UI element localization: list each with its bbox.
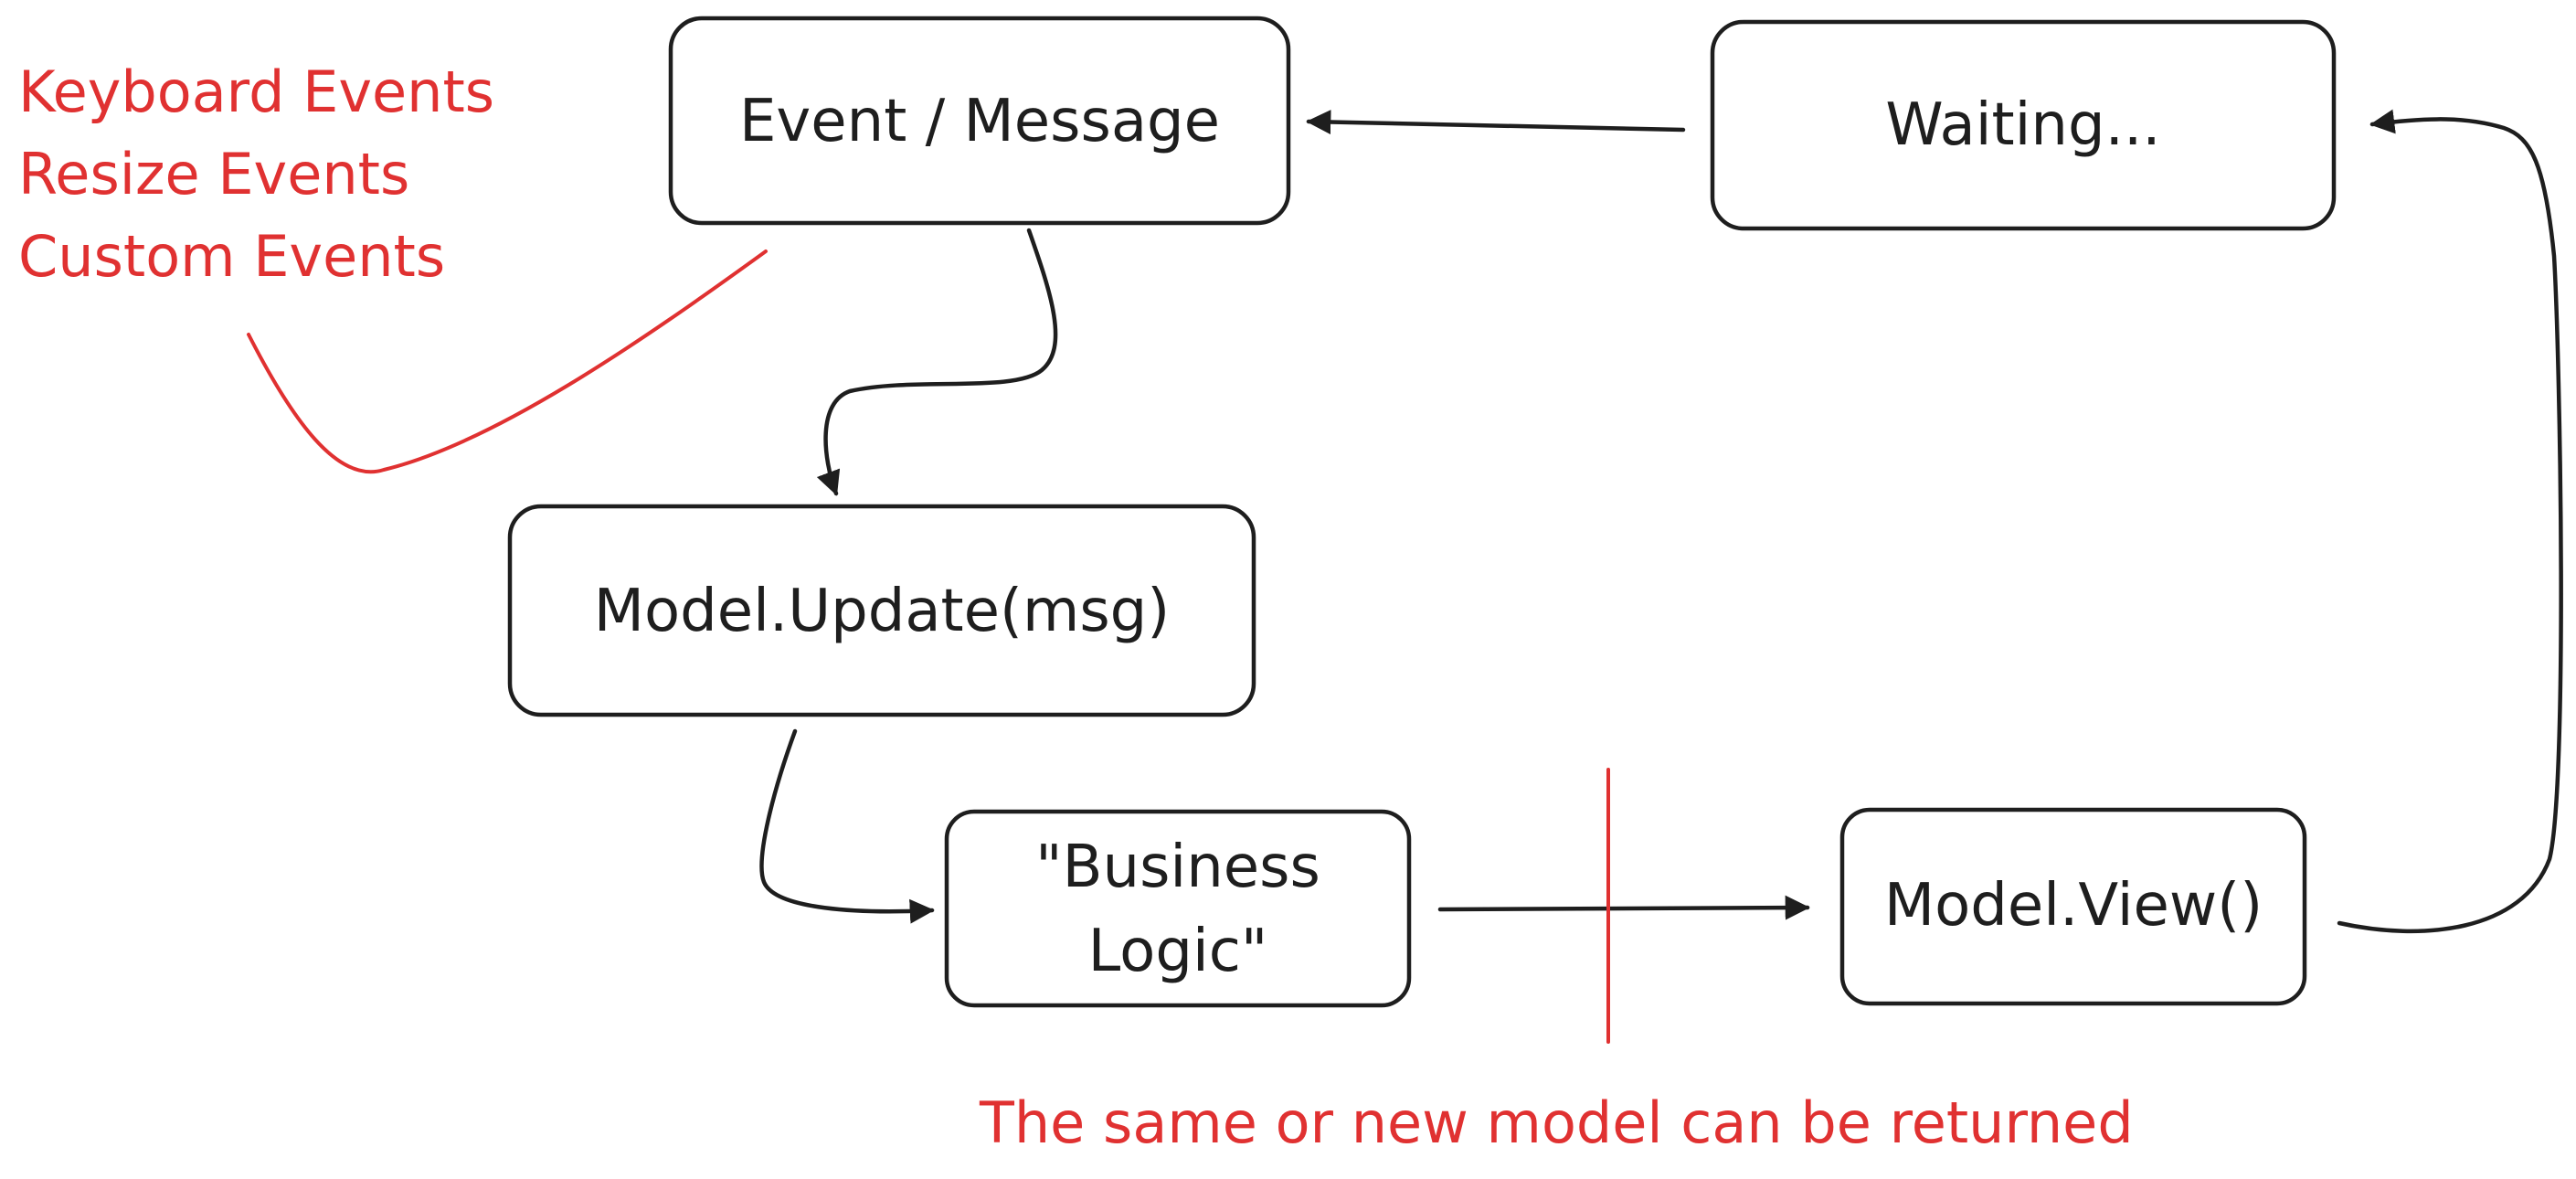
business-logic-label-line-1: "Business xyxy=(1035,834,1320,901)
business-logic-label-line-2: Logic" xyxy=(1088,918,1268,985)
model-update-node: Model.Update(msg) xyxy=(507,504,1256,717)
event-types-pointer-curve xyxy=(247,250,768,474)
model-return-note: The same or new model can be returned xyxy=(979,1089,2134,1156)
business-logic-node: "Business Logic" xyxy=(944,809,1412,1008)
waiting-label: Waiting... xyxy=(1885,91,2160,159)
event-type-custom: Custom Events xyxy=(18,223,445,290)
event-type-keyboard: Keyboard Events xyxy=(18,58,494,125)
arrow-update-to-business-logic xyxy=(759,728,935,924)
event-message-label: Event / Message xyxy=(739,88,1220,155)
event-message-node: Event / Message xyxy=(668,16,1291,226)
event-types-annotation: Keyboard Events Resize Events Custom Eve… xyxy=(18,58,768,474)
waiting-node: Waiting... xyxy=(1710,19,2337,231)
arrow-event-to-update xyxy=(816,228,1058,496)
model-view-label: Model.View() xyxy=(1884,872,2263,940)
arrow-view-to-waiting xyxy=(2337,109,2563,934)
event-type-resize: Resize Events xyxy=(18,141,409,207)
arrow-waiting-to-event xyxy=(1306,110,1686,135)
model-update-label: Model.Update(msg) xyxy=(594,578,1171,645)
model-view-node: Model.View() xyxy=(1839,807,2307,1006)
arrow-business-logic-to-view xyxy=(1437,895,1810,920)
